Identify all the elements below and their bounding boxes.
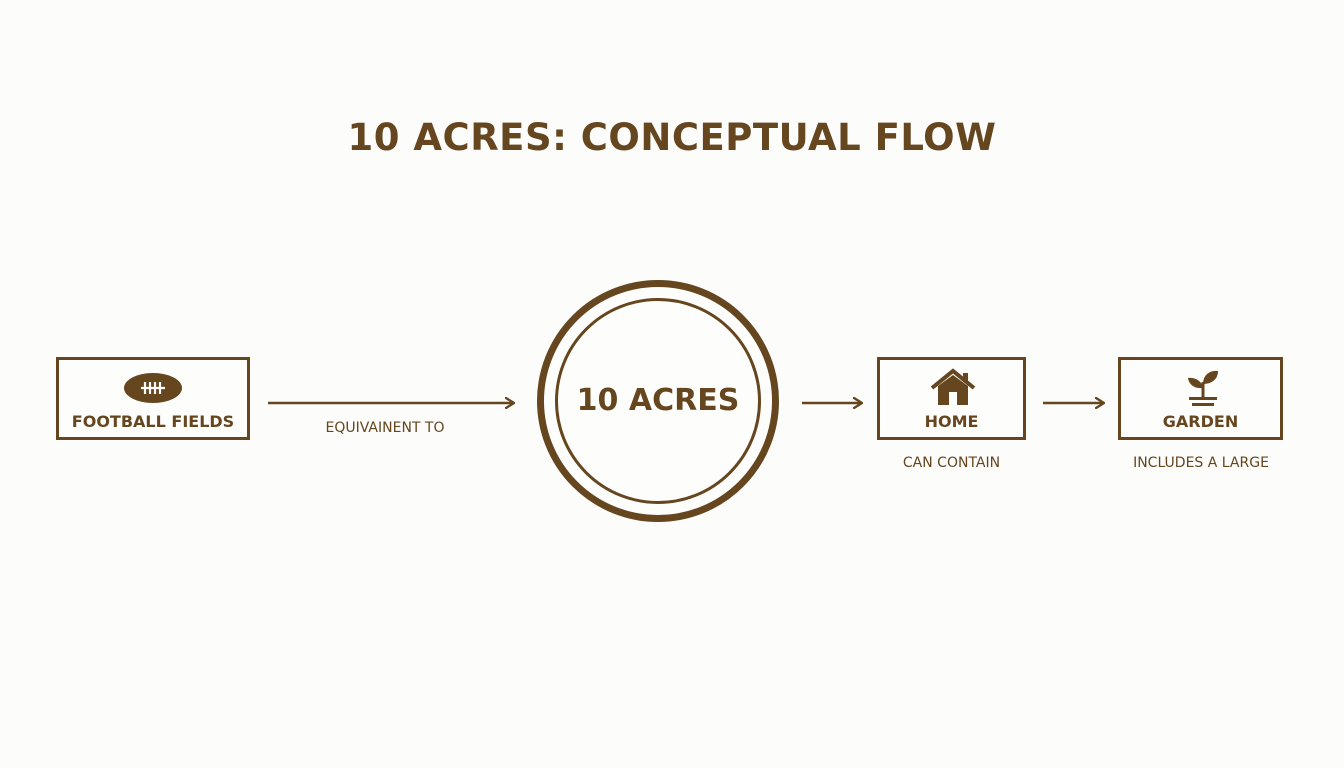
node-label: HOME [924,412,979,431]
edge-label-contain: CAN CONTAIN [902,455,1001,471]
edge-label-includes: INCLUDES A LARGE [1133,455,1269,471]
node-home: HOME [877,357,1026,440]
sprout-icon [1188,370,1218,406]
node-garden: GARDEN [1118,357,1283,440]
node-label: FOOTBALL FIELDS [71,412,235,431]
diagram-title: 10 ACRES: CONCEPTUAL FLOW [347,116,997,159]
node-label: GARDEN [1162,412,1239,431]
house-icon [930,368,976,405]
node-football-fields: FOOTBALL FIELDS [56,357,250,440]
edge-label-equivalent: EQUIVAINENT TO [325,420,445,436]
node-ten-acres-inner-ring [555,298,761,504]
node-label: 10 ACRES [576,383,740,418]
football-icon [124,373,182,403]
